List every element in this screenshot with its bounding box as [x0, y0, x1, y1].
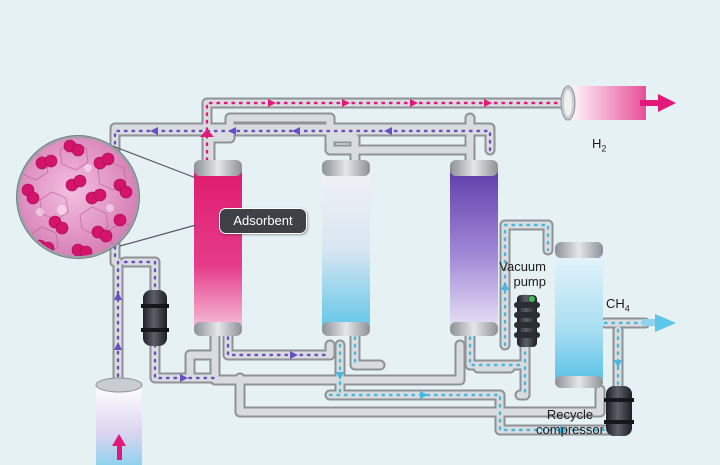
adsorption-column-1	[194, 160, 242, 336]
h2-outlet	[560, 85, 676, 121]
vacuum-pump-label: Vacuum pump	[499, 259, 546, 289]
adsorbent-label: Adsorbent	[219, 208, 307, 234]
purge-compressor-icon	[141, 290, 169, 346]
ch4-outlet	[642, 314, 676, 332]
adsorption-column-2	[322, 160, 370, 336]
feed-gas-tank-icon	[95, 377, 143, 465]
recycle-compressor-icon	[604, 386, 634, 436]
vacuum-pump-icon	[514, 295, 540, 347]
ch4-label: CH4	[606, 296, 630, 314]
h2-outlet-arrow-icon	[658, 94, 676, 112]
adsorption-column-3	[450, 160, 498, 336]
adsorbent-magnified-view	[16, 135, 197, 259]
methane-surge-tank	[555, 242, 603, 388]
recycle-compressor-label: Recycle compressor	[536, 407, 604, 437]
mixed-flow-dots	[113, 129, 492, 397]
ch4-outlet-arrow-icon	[655, 314, 676, 332]
h2-label: H2	[592, 136, 607, 154]
